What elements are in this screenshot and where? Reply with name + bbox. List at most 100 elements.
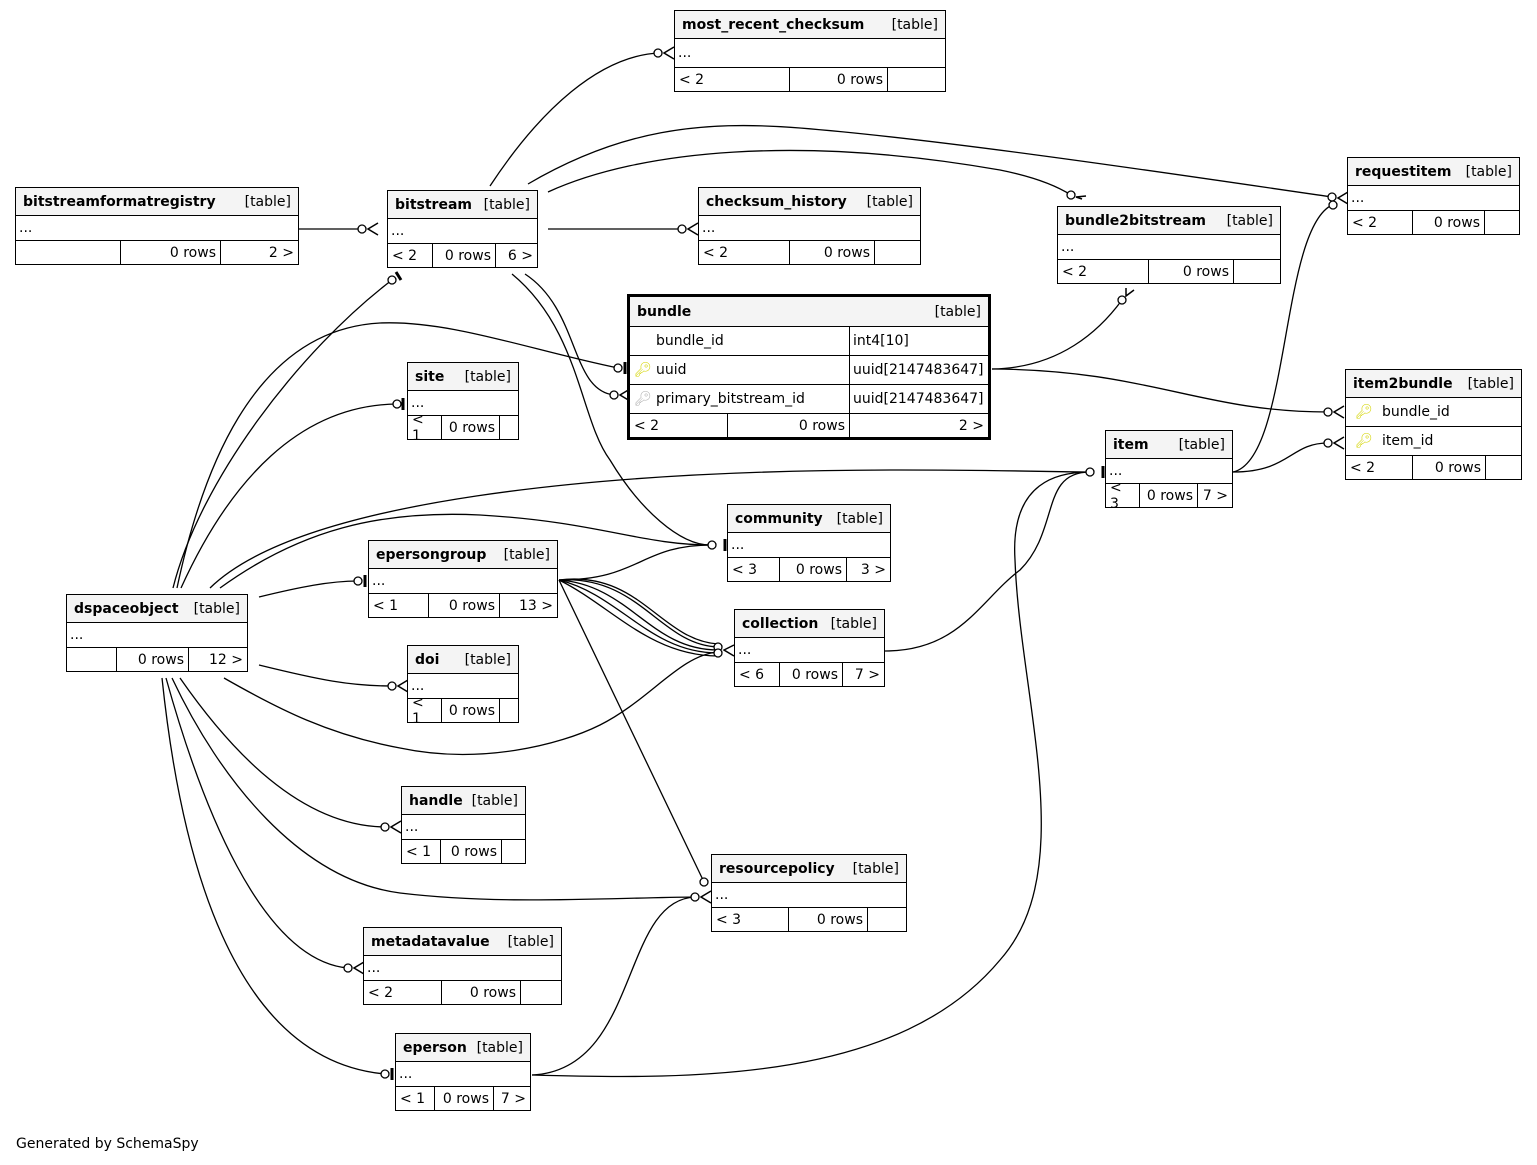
crowfoot-mark: [699, 890, 712, 904]
columns-ellipsis: ...: [405, 819, 419, 835]
table-name[interactable]: bitstreamformatregistry: [23, 193, 216, 210]
parents-count[interactable]: < 2: [675, 68, 790, 91]
table-name[interactable]: most_recent_checksum: [682, 16, 865, 33]
parents-count[interactable]: < 1: [402, 840, 441, 863]
table-name[interactable]: doi: [415, 651, 440, 668]
table-bitstreamformatregistry[interactable]: bitstreamformatregistry[table] ... 0 row…: [15, 187, 299, 265]
edge-bitstream-most-recent-checksum: [489, 52, 661, 187]
parents-count[interactable]: [67, 648, 117, 671]
table-name[interactable]: epersongroup: [376, 546, 487, 563]
children-count[interactable]: [888, 68, 945, 91]
table-type: [table]: [193, 600, 240, 617]
parents-count[interactable]: < 2: [1348, 211, 1413, 234]
children-count[interactable]: 6 >: [507, 247, 533, 264]
children-count[interactable]: [1486, 456, 1521, 479]
table-name[interactable]: item: [1113, 436, 1149, 453]
edge-bitstream-bundle: [524, 273, 615, 396]
children-count[interactable]: [521, 981, 561, 1004]
children-count[interactable]: [1485, 211, 1519, 234]
parents-count[interactable]: < 1: [408, 695, 442, 727]
edge-marker: [1323, 438, 1333, 448]
children-count[interactable]: [875, 241, 920, 264]
column-row: bundle_id int4[10]: [630, 327, 988, 356]
edge-marker: [690, 892, 700, 902]
row-count: 0 rows: [780, 558, 847, 581]
children-count[interactable]: [868, 908, 906, 931]
parents-count[interactable]: [16, 241, 121, 264]
row-count: 0 rows: [790, 68, 888, 91]
children-count[interactable]: [502, 840, 525, 863]
parents-count[interactable]: < 2: [1346, 456, 1413, 479]
children-count[interactable]: [500, 416, 518, 439]
edge-marker: [1066, 190, 1076, 200]
children-count[interactable]: 7 >: [1202, 487, 1228, 504]
parents-count[interactable]: < 3: [1106, 480, 1140, 512]
parents-count[interactable]: < 2: [699, 241, 790, 264]
children-count[interactable]: 13 >: [519, 597, 553, 614]
parents-count[interactable]: < 2: [364, 981, 442, 1004]
parents-count[interactable]: < 3: [712, 908, 789, 931]
parents-count[interactable]: < 1: [408, 412, 442, 444]
children-count[interactable]: 2 >: [268, 244, 294, 261]
table-name[interactable]: community: [735, 510, 823, 527]
parents-count[interactable]: < 2: [630, 414, 728, 437]
children-count[interactable]: 2 >: [958, 417, 984, 434]
table-name[interactable]: dspaceobject: [74, 600, 179, 617]
table-type: [table]: [891, 16, 938, 33]
children-count[interactable]: 12 >: [209, 651, 243, 668]
parents-count[interactable]: < 3: [728, 558, 780, 581]
one-mark: [394, 271, 403, 281]
table-name[interactable]: metadatavalue: [371, 933, 490, 950]
column-row: 🔑︎uuid uuid[2147483647]: [630, 356, 988, 385]
parents-count[interactable]: < 2: [388, 244, 433, 267]
edge-marker: [713, 648, 723, 658]
parents-count[interactable]: < 1: [369, 594, 429, 617]
children-count[interactable]: 3 >: [860, 561, 886, 578]
row-count: 0 rows: [442, 981, 521, 1004]
table-name[interactable]: bitstream: [395, 196, 472, 213]
table-name[interactable]: collection: [742, 615, 819, 632]
table-name[interactable]: handle: [409, 792, 463, 809]
parents-count[interactable]: < 1: [396, 1087, 435, 1110]
children-count[interactable]: [500, 699, 518, 722]
table-name[interactable]: bundle: [637, 303, 692, 320]
parents-count[interactable]: < 2: [1058, 260, 1149, 283]
children-count[interactable]: 7 >: [500, 1090, 526, 1107]
table-name[interactable]: checksum_history: [706, 193, 847, 210]
table-name[interactable]: eperson: [403, 1039, 467, 1056]
parents-count[interactable]: < 6: [735, 663, 780, 686]
table-name[interactable]: bundle2bitstream: [1065, 212, 1206, 229]
edge-marker: [357, 224, 367, 234]
children-count[interactable]: [1234, 260, 1280, 283]
edge-marker: [353, 576, 363, 586]
table-item2bundle[interactable]: item2bundle[table] 🔑︎bundle_id 🔑︎item_id…: [1345, 369, 1522, 480]
table-bundle[interactable]: bundle[table] bundle_id int4[10] 🔑︎uuid …: [627, 294, 991, 440]
table-name[interactable]: resourcepolicy: [719, 860, 835, 877]
columns-ellipsis: ...: [731, 537, 745, 553]
table-type: [table]: [1226, 212, 1273, 229]
table-name[interactable]: requestitem: [1355, 163, 1452, 180]
column-name: bundle_id: [656, 333, 724, 349]
edge-dspaceobject-bitstream: [172, 279, 393, 589]
edge-marker: [392, 399, 402, 409]
edge-marker: [609, 390, 619, 400]
table-name[interactable]: site: [415, 368, 445, 385]
children-count[interactable]: 7 >: [854, 666, 880, 683]
table-name[interactable]: item2bundle: [1353, 375, 1453, 392]
